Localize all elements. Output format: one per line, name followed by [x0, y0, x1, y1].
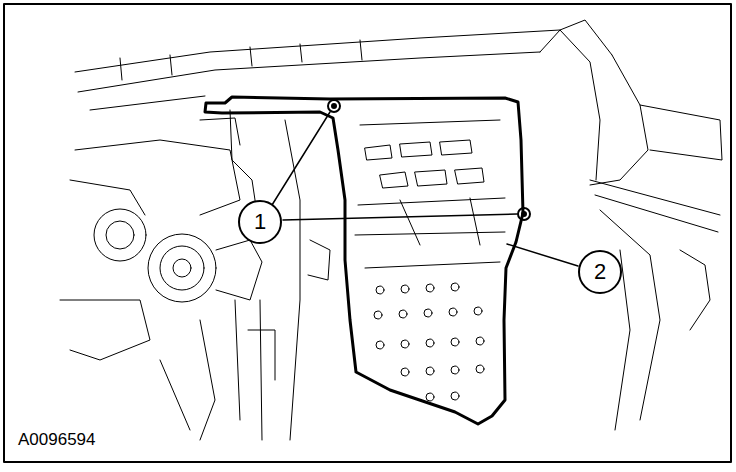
- splash-shield-panel: [205, 97, 523, 424]
- panel-holes: [374, 283, 484, 401]
- figure-id: A0096594: [16, 430, 98, 450]
- radiator-support: [75, 20, 722, 430]
- callout-circle: 1: [238, 200, 282, 244]
- callout-number: 1: [254, 211, 266, 233]
- fasteners: [328, 100, 530, 220]
- callout-number: 2: [594, 261, 606, 283]
- engine-components: [60, 110, 330, 440]
- leader-lines: [272, 112, 578, 266]
- figure-frame: [4, 4, 731, 462]
- callout-circle: 2: [578, 250, 622, 294]
